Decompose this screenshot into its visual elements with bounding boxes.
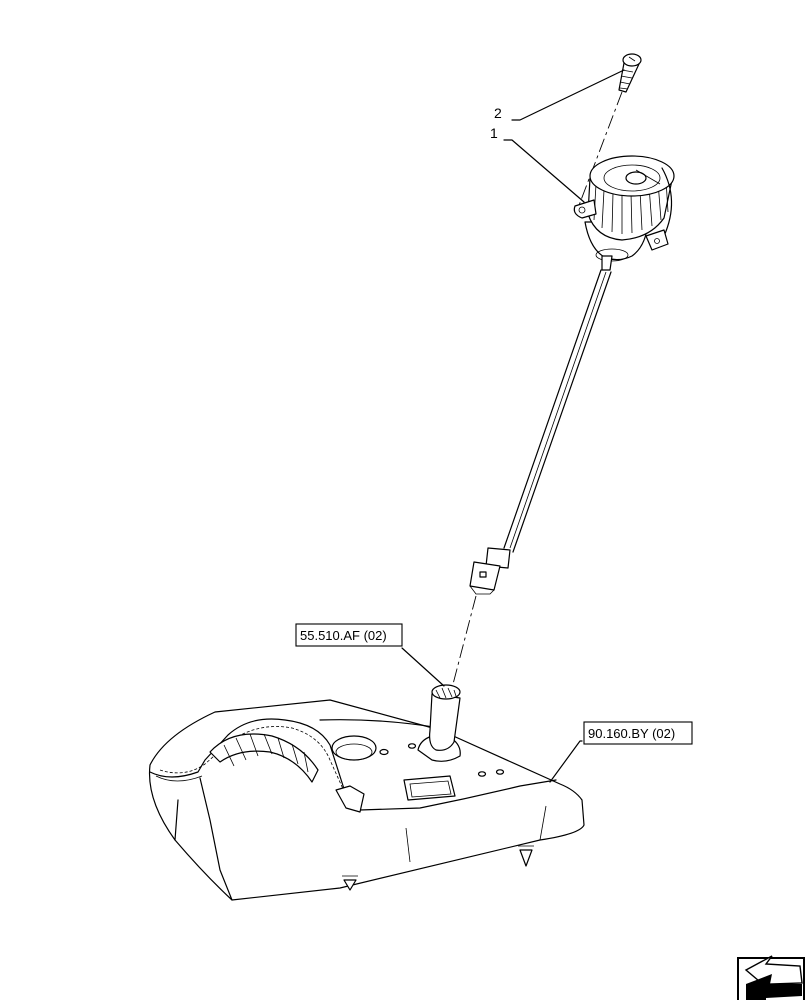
callout-item-2: 2 [494, 105, 502, 121]
axis-line-grip [451, 595, 477, 689]
arrow-view-icon[interactable] [737, 955, 805, 1000]
reference-box-90160[interactable]: 90.160.BY (02) [583, 721, 693, 745]
leader-lines [401, 69, 625, 783]
grip-part [429, 684, 461, 751]
console-part [148, 699, 585, 901]
screw-part [618, 53, 642, 93]
reference-label-55510: 55.510.AF (02) [300, 628, 387, 643]
reference-box-55510[interactable]: 55.510.AF (02) [295, 623, 403, 647]
tube-part [469, 255, 613, 595]
axis-line-screw [577, 91, 623, 209]
reference-label-90160: 90.160.BY (02) [588, 726, 675, 741]
callout-item-1: 1 [490, 125, 498, 141]
knob-part [573, 155, 675, 262]
